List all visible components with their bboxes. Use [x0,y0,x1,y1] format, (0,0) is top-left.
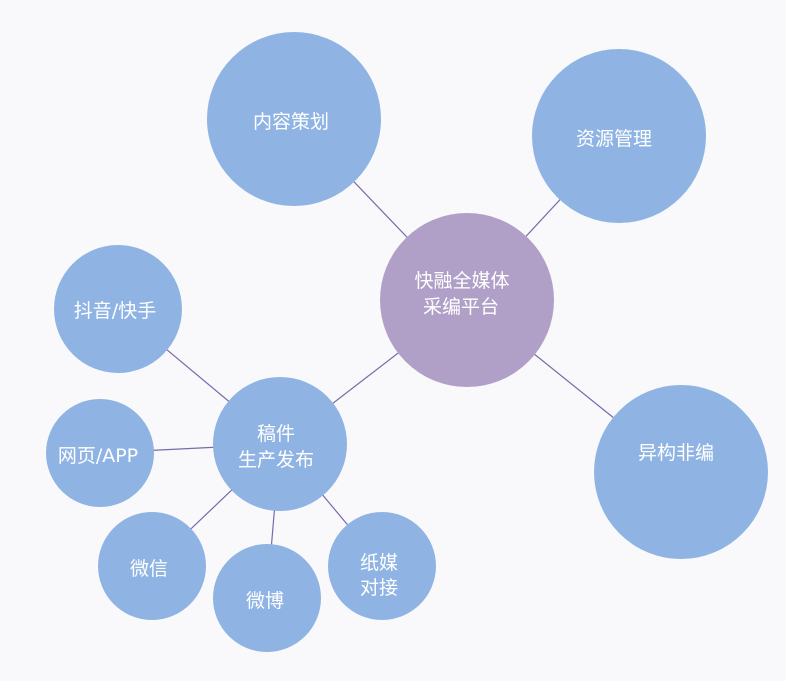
node-label: 微信 [130,558,168,580]
node-label-line2: 对接 [360,577,398,599]
node-weibo[interactable]: 微博 [213,544,321,652]
node-label: 网页/APP [58,445,138,467]
node-label: 内容策划 [253,111,329,133]
node-heterogeneous-editing[interactable]: 异构非编 [594,385,768,559]
node-label: 异构非编 [638,442,714,464]
node-label-line1: 稿件 [257,423,295,445]
node-label: 抖音/快手 [74,300,156,322]
node-content-planning[interactable]: 内容策划 [207,32,381,206]
node-label-line2: 生产发布 [238,449,314,471]
node-wechat[interactable]: 微信 [98,512,206,620]
node-label-line1: 纸媒 [360,552,398,574]
node-douyin-kuaishou[interactable]: 抖音/快手 [54,245,182,373]
node-center-platform[interactable]: 快融全媒体 采编平台 [380,213,554,387]
node-web-app[interactable]: 网页/APP [46,399,154,507]
node-label: 资源管理 [576,128,652,150]
node-label: 微博 [246,590,284,612]
node-manuscript[interactable]: 稿件 生产发布 [213,377,347,511]
node-print-media[interactable]: 纸媒 对接 [328,512,436,620]
center-label-line1: 快融全媒体 [414,270,509,292]
center-label-line2: 采编平台 [423,296,499,318]
node-resource-management[interactable]: 资源管理 [532,49,706,223]
